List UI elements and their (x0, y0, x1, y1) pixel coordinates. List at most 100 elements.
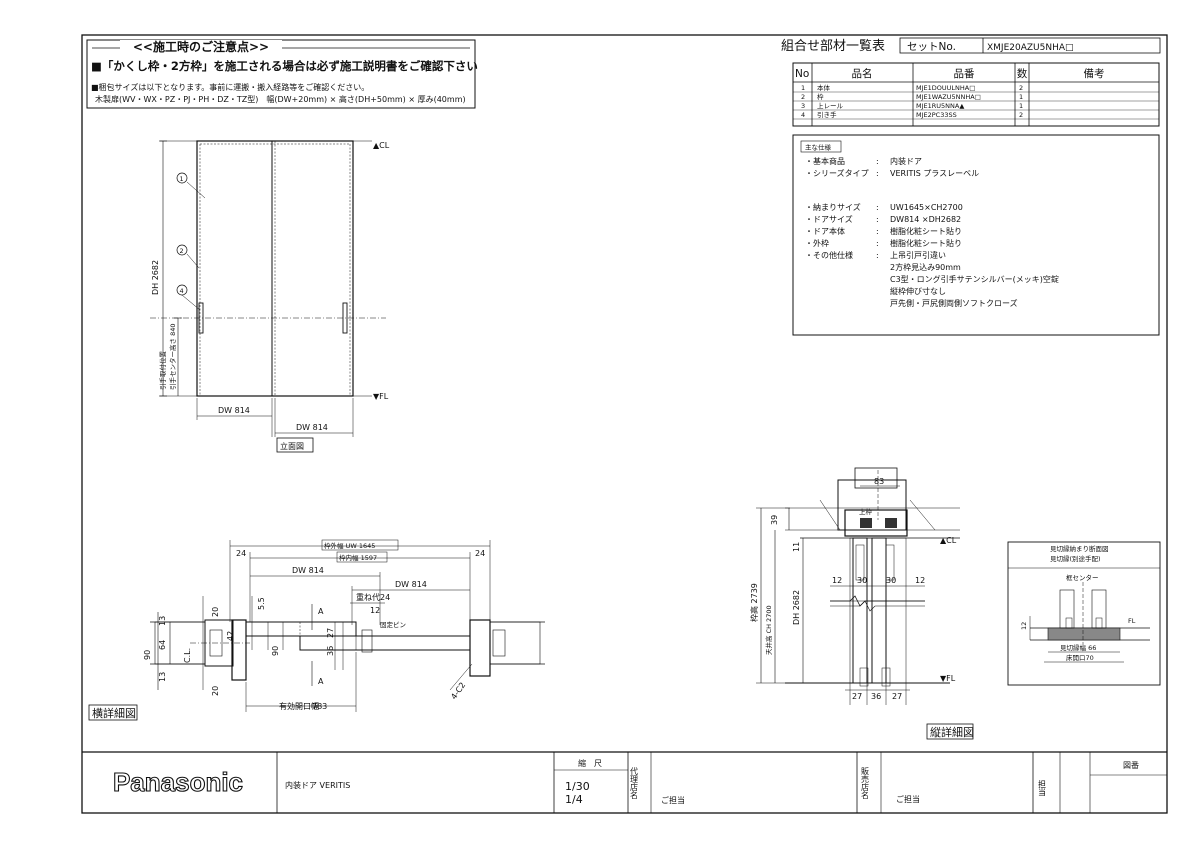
spec-label-3: ・納まりサイズ (805, 202, 861, 212)
horizontal-detail (88, 539, 545, 721)
h-d20a: 20 (211, 607, 220, 617)
person-label: 担当 (1038, 779, 1047, 797)
h-inner: 枠内幅 1597 (339, 553, 377, 562)
row4-no: 4 (801, 111, 805, 119)
col-no: No (795, 68, 809, 80)
spec-label-6: ・外枠 (805, 238, 829, 248)
row3-part: MJE1RU5NNA▲ (916, 102, 964, 110)
h-d64: 64 (158, 640, 167, 650)
scale-1: 1/30 (565, 780, 590, 793)
v-d30a: 30 (857, 576, 867, 585)
spec-colon-0: : (876, 157, 879, 166)
inset-title: 見切縁納まり断面図 (1050, 544, 1109, 553)
row3-name: 上レール (817, 101, 844, 110)
set-no-label: セットNo. (907, 41, 956, 53)
row2-qty: 1 (1019, 93, 1023, 101)
elevation-dh: DH 2682 (151, 260, 160, 295)
elevation-title: 立面図 (280, 441, 304, 451)
inset-labels: 見切縁納まり断面図 見切縁(別途手配) 框センター FL 12 見切縁幅 66 … (1020, 544, 1136, 662)
h-d13a: 13 (158, 616, 167, 626)
v-d36: 36 (871, 692, 881, 701)
product-name: 内装ドア VERITIS (285, 780, 350, 790)
h-d13b: 13 (158, 672, 167, 682)
horizontal-labels: 枠外幅 UW 1645 枠内幅 1597 24 24 DW 814 DW 814… (92, 541, 485, 720)
vertical-title: 縦詳細図 (930, 725, 974, 739)
v-rail: 上枠 (859, 507, 873, 516)
v-d39: 39 (770, 515, 779, 525)
h-d36: 36 (326, 646, 335, 656)
scale-label: 縮 尺 (578, 758, 602, 768)
spec-value-1: VERITIS プラスレーベル (890, 169, 979, 178)
spec-label-5: ・ドア本体 (805, 226, 845, 236)
h-d12: 12 (370, 606, 380, 615)
row1-name: 本体 (817, 83, 831, 92)
parts-header: 組合せ部材一覧表 セットNo. XMJE20AZU5NHA□ (781, 37, 1161, 54)
v-d27b: 27 (892, 692, 902, 701)
v-d27a: 27 (852, 692, 862, 701)
spec-colon-1: : (876, 169, 879, 178)
h-pin: 固定ピン (380, 620, 406, 629)
h-d27: 27 (326, 628, 335, 638)
notice-line1: ■梱包サイズは以下となります。事前に運搬・搬入経路等をご確認ください。 (91, 82, 369, 92)
h-left24: 24 (236, 549, 246, 558)
spec-label-4: ・ドアサイズ (805, 214, 853, 224)
seller-label: 販売店名 (861, 766, 870, 800)
h-overlap: 重ね代24 (356, 592, 390, 602)
inset-center: 框センター (1066, 573, 1099, 582)
notice-warning: ■「かくし枠・2方枠」を施工される場合は必ず施工説明書をご確認下さい (91, 59, 478, 73)
h-d55: 5.5 (257, 597, 266, 610)
vertical-labels: 83 39 11 枠高 2739 天井高 CH 2700 DH 2682 12 … (749, 477, 974, 739)
spec-colon-4: : (876, 215, 879, 224)
callout-2: 2 (180, 247, 184, 255)
spec-value-4: DW814 ×DH2682 (890, 215, 961, 224)
h-cl: C.L. (183, 648, 192, 663)
inset-subtitle: 見切縁(別途手配) (1050, 554, 1101, 563)
spec-label-7: ・その他仕様 (805, 250, 853, 260)
title-block (276, 752, 1167, 813)
threshold-inset (1007, 541, 1161, 686)
v-d12a: 12 (832, 576, 842, 585)
row3-no: 3 (801, 102, 805, 110)
h-right24: 24 (475, 549, 485, 558)
elevation-dw2: DW 814 (296, 423, 328, 432)
h-dw2: DW 814 (395, 580, 427, 589)
spec-label-0: ・基本商品 (805, 156, 845, 166)
v-d30b: 30 (886, 576, 896, 585)
sheet-border (81, 34, 1168, 814)
col-part-no: 品番 (954, 68, 975, 80)
callout-4: 4 (180, 287, 184, 295)
elevation-labels: ▲CL ▼FL DH 2682 引手センター高さ 840 引手取付位置 DW 8… (151, 141, 390, 451)
row1-no: 1 (801, 84, 805, 92)
row3-qty: 1 (1019, 102, 1023, 110)
notice-line2: 木製扉(WV・WX・PZ・PJ・PH・DZ・TZ型) 幅(DW+20mm) × … (95, 94, 466, 104)
spec-colon-6: : (876, 239, 879, 248)
contact-1: ご担当 (661, 795, 685, 805)
h-uw: 枠外幅 UW 1645 (324, 541, 375, 550)
v-d83: 83 (874, 477, 884, 486)
v-fl: ▼FL (940, 674, 956, 683)
row2-name: 枠 (817, 92, 824, 101)
col-note: 備考 (1084, 67, 1105, 80)
h-section-a2: A (318, 677, 324, 686)
col-qty: 数 (1017, 67, 1028, 80)
v-ch: 天井高 CH 2700 (764, 605, 773, 655)
spec-colon-3: : (876, 203, 879, 212)
h-dw1: DW 814 (292, 566, 324, 575)
spec-colon-5: : (876, 227, 879, 236)
inset-d66: 見切縁幅 66 (1060, 643, 1096, 652)
row4-part: MJE2PC33SS (916, 111, 957, 119)
specs-heading: 主な仕様 (805, 143, 832, 152)
h-d90b: 90 (271, 646, 280, 656)
elevation-view (150, 140, 386, 453)
spec-colon-7: : (876, 251, 879, 260)
row1-part: MJE1DOUULNHA□ (916, 84, 975, 92)
horizontal-title: 横詳細図 (92, 706, 136, 720)
v-d12b: 12 (915, 576, 925, 585)
vertical-detail (756, 467, 974, 740)
v-d11: 11 (792, 542, 801, 552)
spec-value-6: 樹脂化粧シート貼り (890, 238, 962, 248)
spec-extra-2: 縦枠伸び寸なし (890, 286, 946, 296)
col-name: 品名 (852, 67, 873, 80)
row4-name: 引き手 (817, 110, 837, 119)
